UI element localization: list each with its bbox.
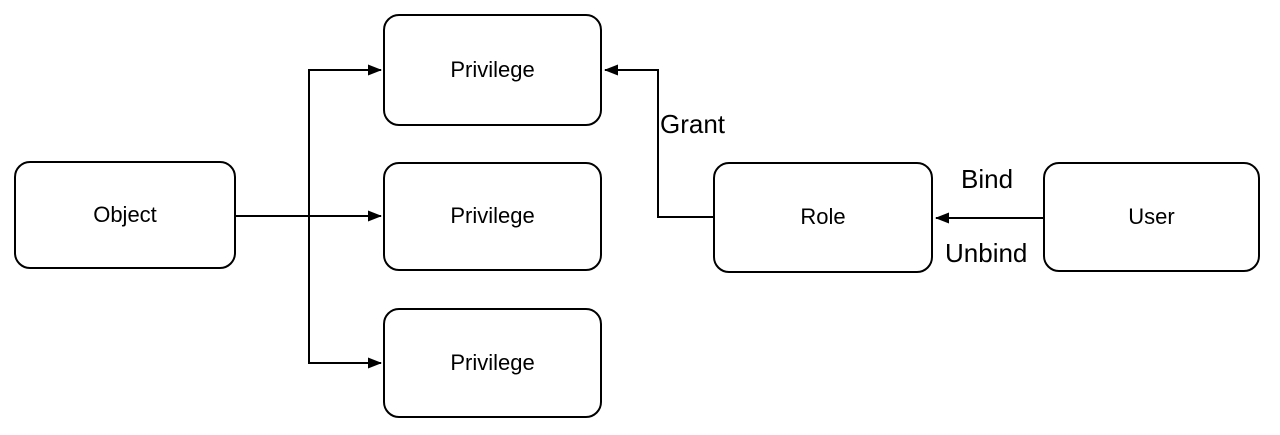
connector-object-to-privilege-top <box>308 64 382 216</box>
user-node-label: User <box>1128 203 1175 229</box>
role-node-label: Role <box>800 204 846 230</box>
user-node: User <box>1043 162 1260 272</box>
bind-edge-label: Bind <box>961 164 1014 194</box>
connector-role-to-privilege-grant <box>604 64 713 218</box>
role-node: Role <box>713 162 933 273</box>
unbind-edge-label: Unbind <box>945 238 1028 268</box>
grant-edge-label: Grant <box>660 109 726 139</box>
privilege-node-top-label: Privilege <box>450 56 535 82</box>
object-node-label: Object <box>93 201 157 227</box>
connector-object-to-privilege-bottom <box>308 216 382 369</box>
privilege-node-middle: Privilege <box>383 162 602 271</box>
privilege-node-bottom: Privilege <box>383 308 602 418</box>
privilege-node-middle-label: Privilege <box>450 203 535 229</box>
privilege-node-top: Privilege <box>383 14 602 126</box>
object-node: Object <box>14 161 236 269</box>
privilege-node-bottom-label: Privilege <box>450 349 535 375</box>
